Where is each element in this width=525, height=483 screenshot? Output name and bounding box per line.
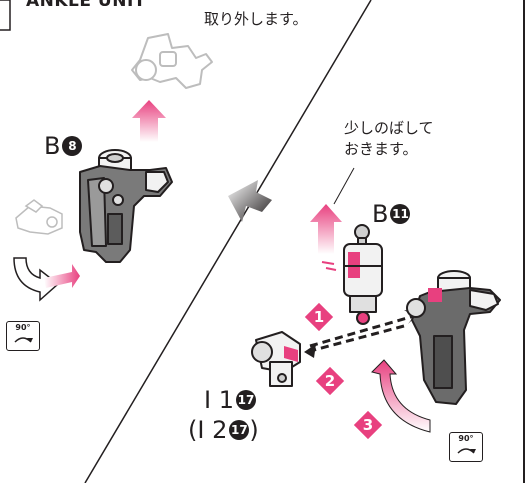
step-marker-3: 3 <box>353 410 383 440</box>
removed-part-ghost <box>131 33 213 89</box>
rotate-90-badge-right: 90° <box>449 432 483 462</box>
step-marker-2: 2 <box>315 366 345 396</box>
rotate-arrow-left <box>13 257 80 302</box>
part-label-b8-letter: B <box>44 132 61 160</box>
part-i1-peg <box>251 331 301 387</box>
extend-arrow <box>310 167 355 271</box>
part-b11-joint <box>343 224 383 325</box>
part-label-i1-letter: I 1 <box>204 386 234 414</box>
part-ankle-base <box>406 270 501 405</box>
next-step-arrow <box>228 180 272 222</box>
note-remove: 取り外します。 <box>204 10 308 28</box>
section-title: ANKLE UNIT <box>26 0 146 11</box>
part-label-i2-letter: I 2 <box>197 416 228 444</box>
rotate-icon <box>457 448 476 454</box>
note-extend-line2: おきます。 <box>344 140 418 158</box>
divider-line <box>84 0 372 483</box>
rotate-arrow-right <box>371 359 431 433</box>
rotate-icon <box>14 337 33 343</box>
part-label-i1-number: 17 <box>235 390 256 410</box>
remove-arrow <box>132 100 166 142</box>
step-marker-2-number: 2 <box>324 372 336 390</box>
rotate-90-label-right: 90° <box>458 434 474 443</box>
step-marker-3-number: 3 <box>362 416 374 434</box>
step-marker-1-number: 1 <box>313 308 325 326</box>
note-extend-line1: 少しのばして <box>344 119 434 137</box>
part-label-b11: B 11 <box>372 200 411 228</box>
part-label-b11-letter: B <box>372 200 389 228</box>
part-label-i2-open: ( <box>188 416 198 444</box>
part-b8-ankle <box>79 149 173 263</box>
rotate-90-label-left: 90° <box>15 323 31 332</box>
step-marker-1: 1 <box>304 302 334 332</box>
part-label-i2-close: ) <box>249 416 259 444</box>
assembly-path-2 <box>304 324 405 358</box>
rotate-90-badge-left: 90° <box>6 321 40 351</box>
part-label-i2-number: 17 <box>229 420 250 440</box>
part-small-ghost <box>15 199 63 235</box>
part-label-b11-number: 11 <box>390 204 411 224</box>
part-label-i1: I 1 17 <box>204 386 256 414</box>
part-label-i2: ( I 2 17 ) <box>188 416 259 444</box>
part-label-b8: B 8 <box>44 132 83 160</box>
part-label-b8-number: 8 <box>62 136 83 156</box>
